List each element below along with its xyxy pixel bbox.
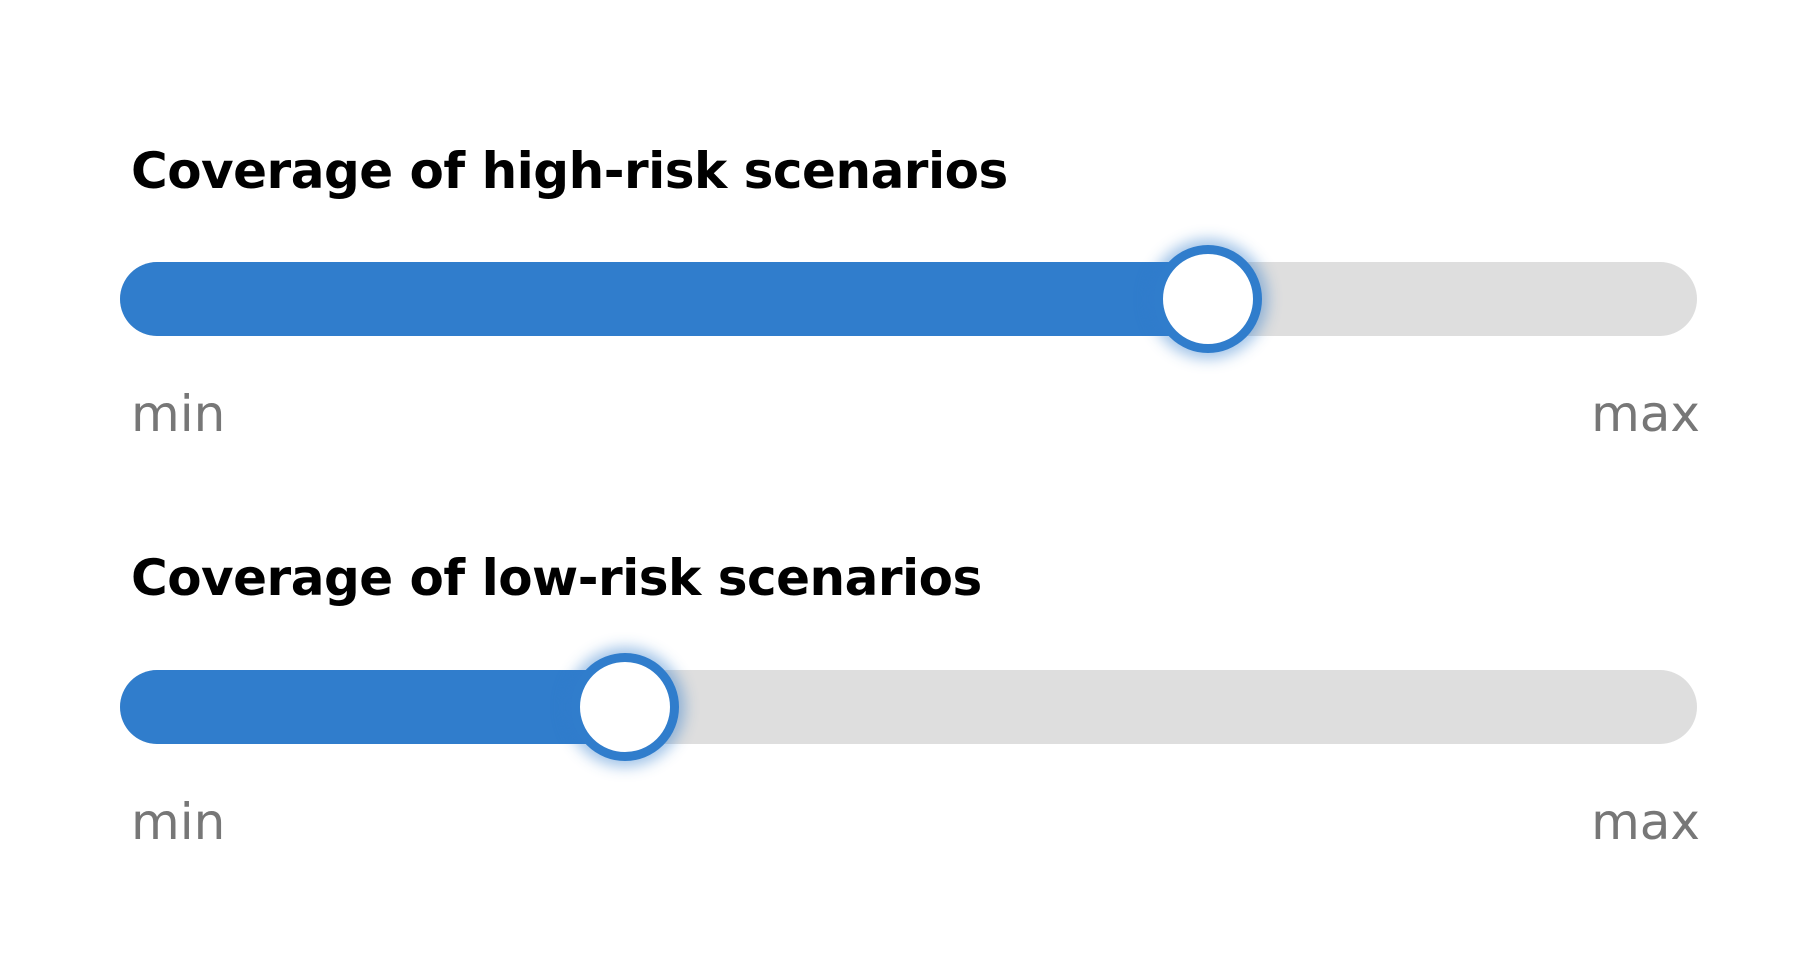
slider-min-label: min <box>131 385 226 443</box>
slider-max-label: max <box>1591 385 1700 443</box>
slider-track[interactable] <box>120 670 1697 744</box>
slider-title: Coverage of high-risk scenarios <box>131 142 1008 200</box>
slider-min-label: min <box>131 793 226 851</box>
slider-thumb[interactable] <box>570 653 679 761</box>
slider-thumb[interactable] <box>1154 245 1263 353</box>
slider-track[interactable] <box>120 262 1697 336</box>
slider-fill <box>120 670 625 744</box>
slider-fill <box>120 262 1209 336</box>
slider-max-label: max <box>1591 793 1700 851</box>
slider-title: Coverage of low-risk scenarios <box>131 549 982 607</box>
